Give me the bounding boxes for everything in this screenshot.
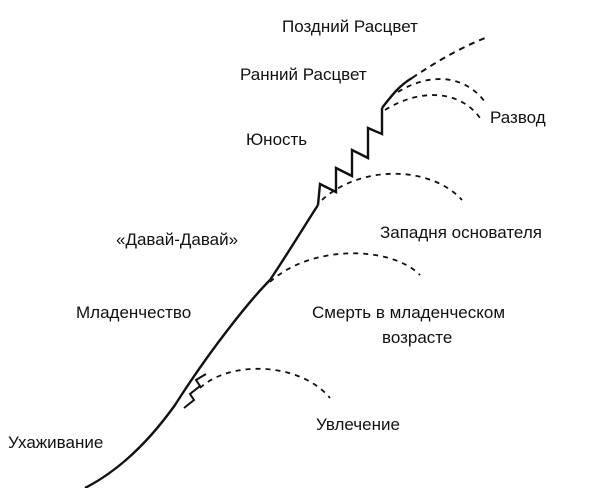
branch-infant-mortality [269,252,421,283]
zigzag-adolescence [316,108,384,206]
failure-label-infant-mortality-line1: Смерть в младенческом [312,303,505,322]
failure-label-affair: Увлечение [316,415,400,434]
stage-label-adolescence: Юность [246,130,307,149]
stage-label-early-prime: Ранний Расцвет [240,65,367,84]
branch-divorce-lower [384,94,481,119]
growth-curve-upper [269,204,320,281]
zigzag-transition-small [183,373,207,409]
stage-label-late-prime: Поздний Расцвет [282,17,418,36]
growth-curve-top [381,76,413,109]
late-prime-dashed-path [411,37,486,79]
growth-curve-lower [84,279,271,488]
branch-founder-trap [321,172,463,201]
stage-label-go-go: «Давай-Давай» [116,230,238,249]
branch-affair [199,367,331,399]
failure-label-infant-mortality-line2: возрасте [382,328,452,347]
failure-label-divorce: Развод [490,108,546,127]
failure-label-founder-trap: Западня основателя [380,223,542,242]
stage-label-courtship: Ухаживание [8,433,103,452]
stage-label-infancy: Младенчество [76,303,191,322]
branch-divorce-upper [397,78,486,103]
